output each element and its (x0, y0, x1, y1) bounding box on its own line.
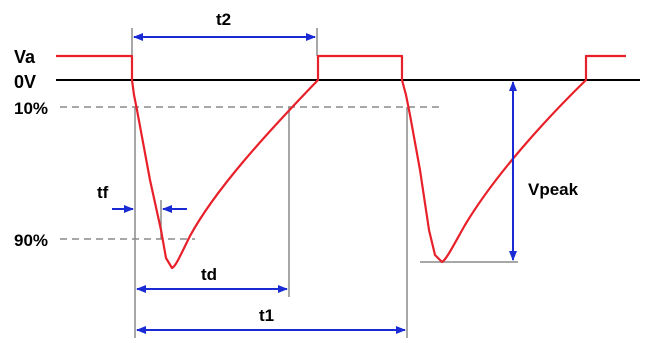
t2-label: t2 (216, 10, 231, 29)
vpeak-label: Vpeak (528, 180, 579, 199)
va-label: Va (14, 47, 36, 67)
td-label: td (201, 265, 217, 284)
ninety-percent-label: 90% (14, 231, 48, 250)
signal-waveform (56, 54, 626, 270)
zero-volt-label: 0V (14, 72, 36, 92)
ten-percent-label: 10% (14, 99, 48, 118)
tf-label: tf (97, 183, 109, 202)
t1-label: t1 (259, 306, 274, 325)
